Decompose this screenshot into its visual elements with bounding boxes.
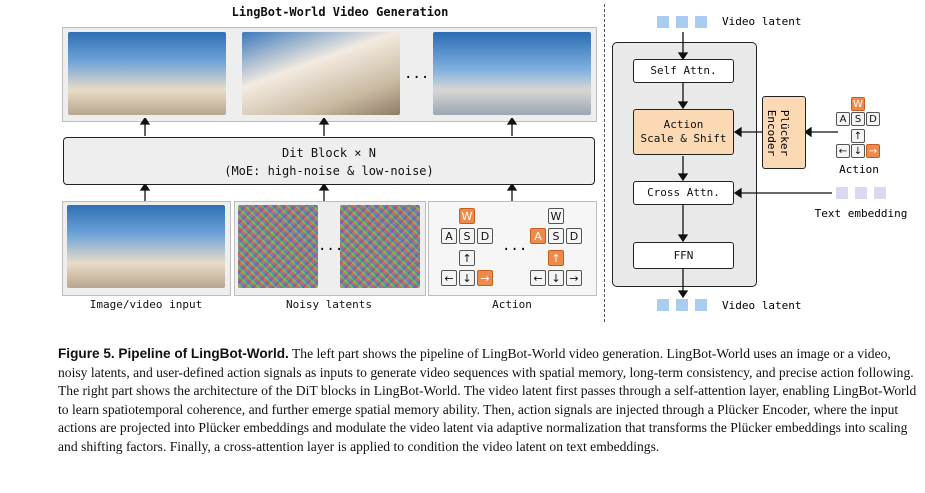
- image-input-frame: [67, 205, 225, 288]
- action-input-label: Action: [492, 298, 532, 311]
- key-right: →: [477, 270, 493, 286]
- diagram-title: LingBot-World Video Generation: [231, 5, 449, 19]
- cross-attn-block: Cross Attn.: [633, 181, 734, 205]
- caption-lead: Figure 5. Pipeline of LingBot-World.: [58, 346, 289, 361]
- output-frame-2: [242, 32, 400, 115]
- key-down: ↓: [851, 144, 865, 158]
- key-w: W: [459, 208, 475, 224]
- key-s: S: [459, 228, 475, 244]
- key-w: W: [851, 97, 865, 111]
- ffn-block: FFN: [633, 242, 734, 269]
- latent-token: [676, 299, 688, 311]
- key-a: A: [441, 228, 457, 244]
- action-ellipsis: ...: [502, 238, 528, 254]
- noise-input-label: Noisy latents: [285, 298, 373, 311]
- key-d: D: [866, 112, 880, 126]
- dit-block: Dit Block × N (MoE: high-noise & low-noi…: [63, 137, 595, 185]
- key-right: →: [866, 144, 880, 158]
- architecture-arrows: [677, 32, 838, 299]
- latent-token: [657, 16, 669, 28]
- key-down: ↓: [548, 270, 564, 286]
- key-down: ↓: [459, 270, 475, 286]
- text-token: [874, 187, 886, 199]
- panel-divider: [604, 4, 605, 322]
- text-token: [855, 187, 867, 199]
- plucker-encoder-block: [762, 96, 806, 169]
- text-token: [836, 187, 848, 199]
- action-scale-shift-block: Action Scale & Shift: [633, 109, 734, 155]
- noise-frame-1: [238, 205, 318, 288]
- latent-token: [657, 299, 669, 311]
- figure-caption: Figure 5. Pipeline of LingBot-World. The…: [58, 345, 918, 457]
- key-s: S: [548, 228, 564, 244]
- key-right: →: [566, 270, 582, 286]
- dit-block-subtitle: (MoE: high-noise & low-noise): [224, 164, 434, 178]
- image-input-label: Image/video input: [89, 298, 203, 311]
- noise-ellipsis: ...: [318, 238, 344, 254]
- self-attn-block: Self Attn.: [633, 59, 734, 83]
- key-a: A: [836, 112, 850, 126]
- video-latent-out-label: Video latent: [722, 299, 802, 312]
- key-left: ←: [530, 270, 546, 286]
- action-scale-shift-line2: Scale & Shift: [640, 132, 727, 145]
- action-label: Action: [839, 163, 879, 176]
- action-scale-shift-line1: Action: [663, 118, 704, 131]
- latent-token: [695, 16, 707, 28]
- key-d: D: [566, 228, 582, 244]
- key-up: ↑: [851, 129, 865, 143]
- key-d: D: [477, 228, 493, 244]
- plucker-encoder-label: Plücker Encoder: [765, 109, 791, 157]
- key-s: S: [851, 112, 865, 126]
- key-up: ↑: [548, 250, 564, 266]
- key-left: ←: [441, 270, 457, 286]
- dit-to-output-arrows: [139, 118, 518, 136]
- key-up: ↑: [459, 250, 475, 266]
- output-frame-1: [68, 32, 226, 115]
- input-to-dit-arrows: [139, 184, 518, 201]
- key-a: A: [530, 228, 546, 244]
- caption-body: The left part shows the pipeline of Ling…: [58, 346, 917, 454]
- dit-block-title: Dit Block × N: [282, 146, 376, 160]
- key-w: W: [548, 208, 564, 224]
- noise-frame-2: [340, 205, 420, 288]
- latent-token: [695, 299, 707, 311]
- output-frame-3: [433, 32, 591, 115]
- latent-token: [676, 16, 688, 28]
- text-embedding-label: Text embedding: [814, 207, 908, 220]
- output-ellipsis: ...: [404, 66, 430, 82]
- video-latent-in-label: Video latent: [722, 15, 802, 28]
- key-left: ←: [836, 144, 850, 158]
